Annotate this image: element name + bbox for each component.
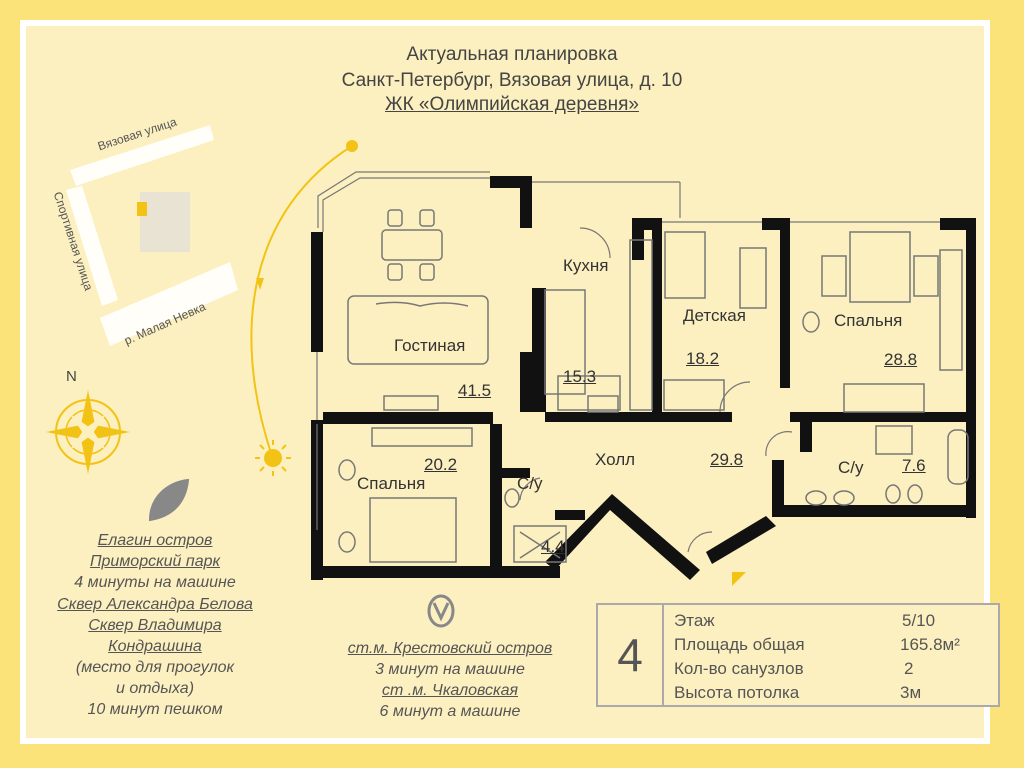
area-value: 165.8м² <box>900 635 960 654</box>
room-area-bedroom-small: 20.2 <box>424 455 458 474</box>
ceiling-height-value: 3м <box>900 683 922 702</box>
doors <box>519 227 793 553</box>
room-area-bath-big: 7.6 <box>902 456 926 475</box>
building-block-icon <box>140 192 190 252</box>
compass-rose-icon <box>46 390 130 474</box>
location-map <box>66 125 238 346</box>
leaf-icon <box>148 478 190 522</box>
sun-path-arrow-icon <box>256 278 264 290</box>
address: Санкт-Петербург, Вязовая улица, д. 10 <box>341 70 683 91</box>
north-label: N <box>66 368 77 385</box>
sun-icon <box>255 440 291 476</box>
area-label: Площадь общая <box>674 635 805 654</box>
metro-line-3: ст .м. Чкаловская <box>381 682 519 699</box>
room-name-kids: Детская <box>683 306 746 325</box>
room-area-kitchen: 15.3 <box>563 367 597 386</box>
apartment-info-box: 4 Этаж 5/10 Площадь общая 165.8м² Кол-во… <box>596 603 1000 707</box>
floor-value: 5/10 <box>902 611 936 630</box>
park-line-7: (место для прогулок <box>75 659 235 676</box>
room-name-bath-small: С/у <box>517 474 543 493</box>
park-line-1: Елагин остров <box>97 532 213 549</box>
room-area-bedroom-big: 28.8 <box>884 350 918 369</box>
room-count: 4 <box>598 605 664 705</box>
bathroom-count-label: Кол-во санузлов <box>674 659 804 678</box>
room-area-hall: 29.8 <box>710 450 744 469</box>
park-line-6: Кондрашина <box>108 638 202 655</box>
windows <box>316 171 940 530</box>
room-name-bedroom-small: Спальня <box>357 474 426 493</box>
complex-name: ЖК «Олимпийская деревня» <box>385 94 639 115</box>
sun-start-icon <box>346 140 358 152</box>
park-line-9: 10 минут пешком <box>87 701 223 718</box>
park-line-3: 4 минуты на машине <box>74 574 236 591</box>
metro-line-2: 3 минут на машине <box>375 661 525 678</box>
room-area-living: 41.5 <box>458 381 492 400</box>
metro-line-4: 6 минут а машине <box>379 703 521 720</box>
sun-path <box>250 145 353 457</box>
sheet-border <box>20 20 990 744</box>
floor-label: Этаж <box>674 611 715 630</box>
plan-title: Актуальная планировка <box>406 44 618 65</box>
park-line-2: Приморский парк <box>89 553 221 570</box>
metro-line-1: ст.м. Крестовский остров <box>347 640 553 657</box>
room-name-bedroom-big: Спальня <box>834 311 903 330</box>
room-area-bath-small: 4.4 <box>541 537 565 556</box>
room-area-kids: 18.2 <box>686 349 720 368</box>
ceiling-height-label: Высота потолка <box>674 683 800 702</box>
bathroom-count-value: 2 <box>904 659 914 678</box>
room-name-kitchen: Кухня <box>563 256 609 275</box>
room-name-hall: Холл <box>595 450 636 469</box>
room-name-living: Гостиная <box>394 336 466 355</box>
metro-icon <box>427 594 455 628</box>
park-line-5: Сквер Владимира <box>88 617 222 634</box>
entrance-arrow-icon <box>732 572 746 586</box>
walls <box>311 176 976 580</box>
furniture <box>338 209 969 563</box>
park-line-8: и отдыха) <box>115 680 195 697</box>
room-name-bath-big: С/у <box>838 458 864 477</box>
park-line-4: Сквер Александра Белова <box>57 596 253 613</box>
